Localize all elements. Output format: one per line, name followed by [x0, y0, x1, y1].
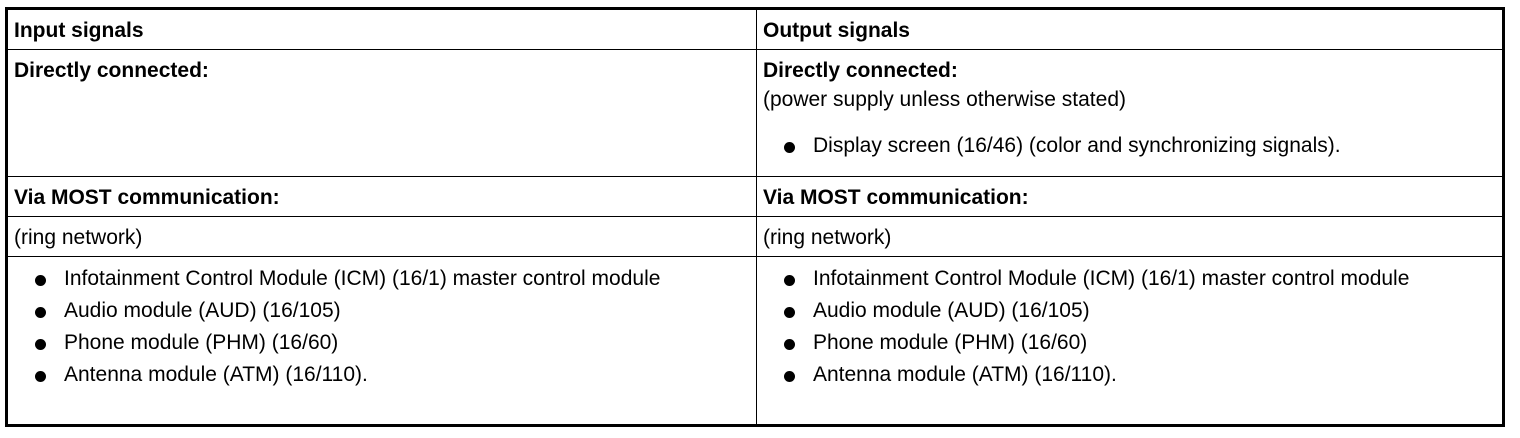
list-item-text: Infotainment Control Module (ICM) (16/1)… — [64, 267, 661, 290]
input-direct-cell: Directly connected: — [8, 49, 757, 177]
bullet-icon — [783, 275, 795, 286]
list-item: Infotainment Control Module (ICM) (16/1)… — [763, 263, 1496, 295]
bullet-icon — [783, 339, 795, 350]
list-item: Infotainment Control Module (ICM) (16/1)… — [14, 263, 750, 295]
bullet-icon — [35, 339, 46, 350]
list-item-text: Display screen (16/46) (color and synchr… — [812, 134, 1341, 157]
output-most-list: Infotainment Control Module (ICM) (16/1)… — [763, 263, 1496, 391]
output-most-items-cell: Infotainment Control Module (ICM) (16/1)… — [755, 256, 1502, 424]
list-item: Audio module (AUD) (16/105) — [763, 295, 1496, 327]
input-direct-heading: Directly connected: — [14, 59, 209, 82]
bullet-icon — [783, 371, 795, 382]
output-most-heading: Via MOST communication: — [755, 176, 1502, 217]
list-item: Phone module (PHM) (16/60) — [14, 327, 750, 359]
signals-table: Input signals Output signals Directly co… — [8, 10, 1502, 424]
input-most-list: Infotainment Control Module (ICM) (16/1)… — [14, 263, 750, 391]
input-most-heading: Via MOST communication: — [8, 176, 757, 217]
most-items-row: Infotainment Control Module (ICM) (16/1)… — [8, 256, 1502, 424]
list-item-text: Audio module (AUD) (16/105) — [812, 299, 1090, 322]
list-item-text: Phone module (PHM) (16/60) — [812, 331, 1088, 354]
output-direct-heading: Directly connected: — [762, 59, 958, 82]
most-note-row: (ring network) (ring network) — [8, 216, 1502, 257]
list-item: Antenna module (ATM) (16/110). — [763, 359, 1496, 391]
list-item: Phone module (PHM) (16/60) — [763, 327, 1496, 359]
list-item-text: Antenna module (ATM) (16/110). — [64, 363, 368, 386]
direct-row: Directly connected: Directly connected: … — [8, 49, 1502, 177]
input-most-note: (ring network) — [8, 216, 757, 257]
output-direct-cell: Directly connected: (power supply unless… — [755, 49, 1502, 177]
header-row: Input signals Output signals — [8, 10, 1502, 50]
bullet-icon — [35, 307, 46, 318]
output-signals-header: Output signals — [755, 10, 1502, 50]
list-item-text: Phone module (PHM) (16/60) — [64, 331, 339, 354]
list-item-text: Audio module (AUD) (16/105) — [64, 299, 341, 322]
list-item-text: Infotainment Control Module (ICM) (16/1)… — [812, 267, 1410, 290]
list-item: Display screen (16/46) (color and synchr… — [763, 130, 1496, 162]
output-most-note: (ring network) — [755, 216, 1502, 257]
bullet-icon — [783, 307, 795, 318]
bullet-icon — [35, 371, 46, 382]
most-heading-row: Via MOST communication: Via MOST communi… — [8, 176, 1502, 217]
input-most-items-cell: Infotainment Control Module (ICM) (16/1)… — [8, 256, 757, 424]
bullet-icon — [783, 142, 795, 153]
bullet-icon — [35, 275, 46, 286]
signals-table-frame: Input signals Output signals Directly co… — [5, 7, 1505, 427]
output-direct-note: (power supply unless otherwise stated) — [762, 88, 1126, 111]
list-item: Antenna module (ATM) (16/110). — [14, 359, 750, 391]
list-item: Audio module (AUD) (16/105) — [14, 295, 750, 327]
input-signals-header: Input signals — [8, 10, 757, 50]
output-direct-list: Display screen (16/46) (color and synchr… — [763, 130, 1496, 162]
list-item-text: Antenna module (ATM) (16/110). — [812, 363, 1117, 386]
